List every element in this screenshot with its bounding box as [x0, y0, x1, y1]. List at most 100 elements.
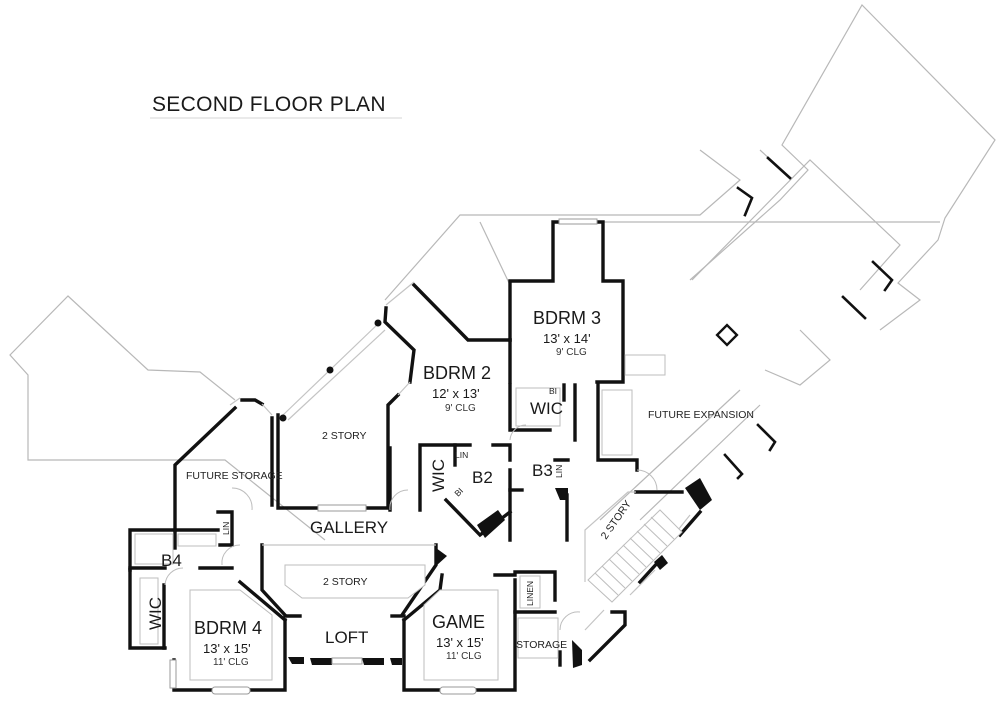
left-roof-outline	[9, 295, 326, 541]
lin-b3-label: LIN	[554, 465, 564, 478]
tread	[629, 537, 654, 561]
bi-b2-label: BI	[452, 486, 465, 499]
roof-outlines	[9, 4, 996, 541]
loft-label: LOFT	[325, 628, 368, 647]
tread	[601, 565, 626, 589]
future-expansion-label: FUTURE EXPANSION	[648, 409, 754, 421]
door-bdrm2	[389, 489, 409, 511]
right-wing-stub-1	[736, 186, 754, 217]
window-bdrm4-west	[169, 659, 177, 689]
vent-box	[715, 323, 739, 347]
wall-stair-post	[654, 555, 668, 570]
tread	[650, 516, 675, 540]
right-wing-stub-3	[841, 295, 867, 320]
wall-bdrm2-north	[411, 282, 512, 342]
bdrm2-ceiling: 9' CLG	[445, 403, 476, 414]
b2-label: B2	[472, 468, 493, 487]
door-wic4	[164, 567, 184, 586]
column-3	[279, 414, 287, 422]
wall-future-bath	[596, 383, 639, 472]
wall-game-corner	[436, 548, 447, 566]
plan-title-group: SECOND FLOOR PLAN	[150, 93, 402, 119]
future-expansion-shelf	[624, 354, 666, 376]
wall-stair-pier	[685, 478, 712, 510]
wall-bdrm2-bay	[383, 306, 416, 384]
bi-bdrm3-label: BI	[549, 386, 557, 396]
plan-title: SECOND FLOOR PLAN	[152, 93, 386, 116]
door-future-storage	[231, 487, 253, 511]
wic4-shelving	[139, 577, 159, 645]
tread	[615, 551, 640, 575]
wic-bdrm2-label: WIC	[429, 459, 448, 492]
wall-stair-east-1	[677, 509, 703, 538]
wall-bay-top	[240, 398, 265, 407]
window-bay-left	[229, 397, 241, 406]
linen-label: LINEN	[525, 581, 535, 606]
bdrm2-name: BDRM 2	[423, 363, 491, 383]
wall-lin-b4	[216, 510, 234, 547]
loft-pier-1	[288, 657, 304, 664]
bdrm3-size: 13' x 14'	[543, 331, 591, 346]
roof-hip-line	[479, 221, 511, 286]
right-wing-stub-4	[871, 260, 894, 292]
loft-pier-3	[362, 658, 384, 665]
bdrm3-name: BDRM 3	[533, 308, 601, 328]
window-bay-right	[261, 403, 273, 416]
loft-pier-4	[390, 658, 402, 665]
tread	[636, 530, 661, 554]
right-wing-stub-5	[756, 423, 777, 452]
window-stair-landing	[584, 609, 605, 631]
bdrm4-size: 13' x 15'	[203, 641, 251, 656]
wall-linen	[513, 570, 557, 602]
wic-bdrm4-label: WIC	[146, 597, 165, 630]
window-game-bay	[439, 686, 477, 695]
wic3-shelving	[515, 387, 561, 427]
game-name: GAME	[432, 612, 485, 632]
two-story-left-label: 2 STORY	[322, 430, 367, 442]
door-b4	[221, 544, 241, 566]
window-bdrm2-small	[397, 381, 411, 396]
column-2	[326, 366, 334, 374]
loft-pier-2	[310, 658, 332, 665]
stair-2story-outline	[584, 491, 636, 582]
wall-b2-top	[491, 443, 512, 462]
tread	[643, 523, 668, 547]
window-bdrm3-north	[558, 218, 598, 225]
window-stair-2	[629, 569, 656, 596]
window-loft-center	[331, 657, 363, 665]
bdrm3-ceiling: 9' CLG	[556, 347, 587, 358]
linen-shelves	[519, 575, 541, 609]
future-bath-fixtures	[601, 389, 633, 456]
wall-game-east	[474, 578, 517, 692]
exterior-walls	[128, 220, 712, 692]
tread	[594, 572, 619, 596]
bdrm4-ceiling: 11' CLG	[213, 657, 249, 668]
game-size: 13' x 15'	[436, 635, 484, 650]
storage-label: STORAGE	[516, 639, 567, 651]
b4-vanity	[177, 533, 217, 547]
wall-wic3	[508, 383, 552, 432]
door-b3	[509, 424, 527, 441]
wall-bdrm4-south-east	[248, 618, 287, 692]
tread	[622, 544, 647, 568]
wall-2story-center-west	[260, 543, 288, 618]
wall-bdrm3-east	[595, 220, 625, 384]
wall-b3-corner	[555, 488, 568, 500]
b4-label: B4	[161, 551, 182, 570]
wall-stair-landing	[587, 610, 627, 663]
wall-bdrm4-northeast	[237, 579, 288, 623]
wall-2story-left-west	[276, 413, 320, 510]
wall-storage-corner	[572, 640, 582, 668]
game-ceiling: 11' CLG	[446, 651, 482, 662]
lin-b2-label: LIN	[455, 450, 468, 460]
lin-b4-label: LIN	[221, 522, 231, 535]
door-future-expansion	[636, 469, 658, 491]
right-inner-roof	[691, 159, 901, 291]
open-to-below-center	[284, 564, 426, 599]
windows	[169, 218, 691, 695]
bdrm2-size: 12' x 13'	[432, 386, 480, 401]
two-story-center-label: 2 STORY	[323, 576, 368, 588]
columns	[279, 319, 382, 422]
wall-game-west	[402, 618, 442, 692]
